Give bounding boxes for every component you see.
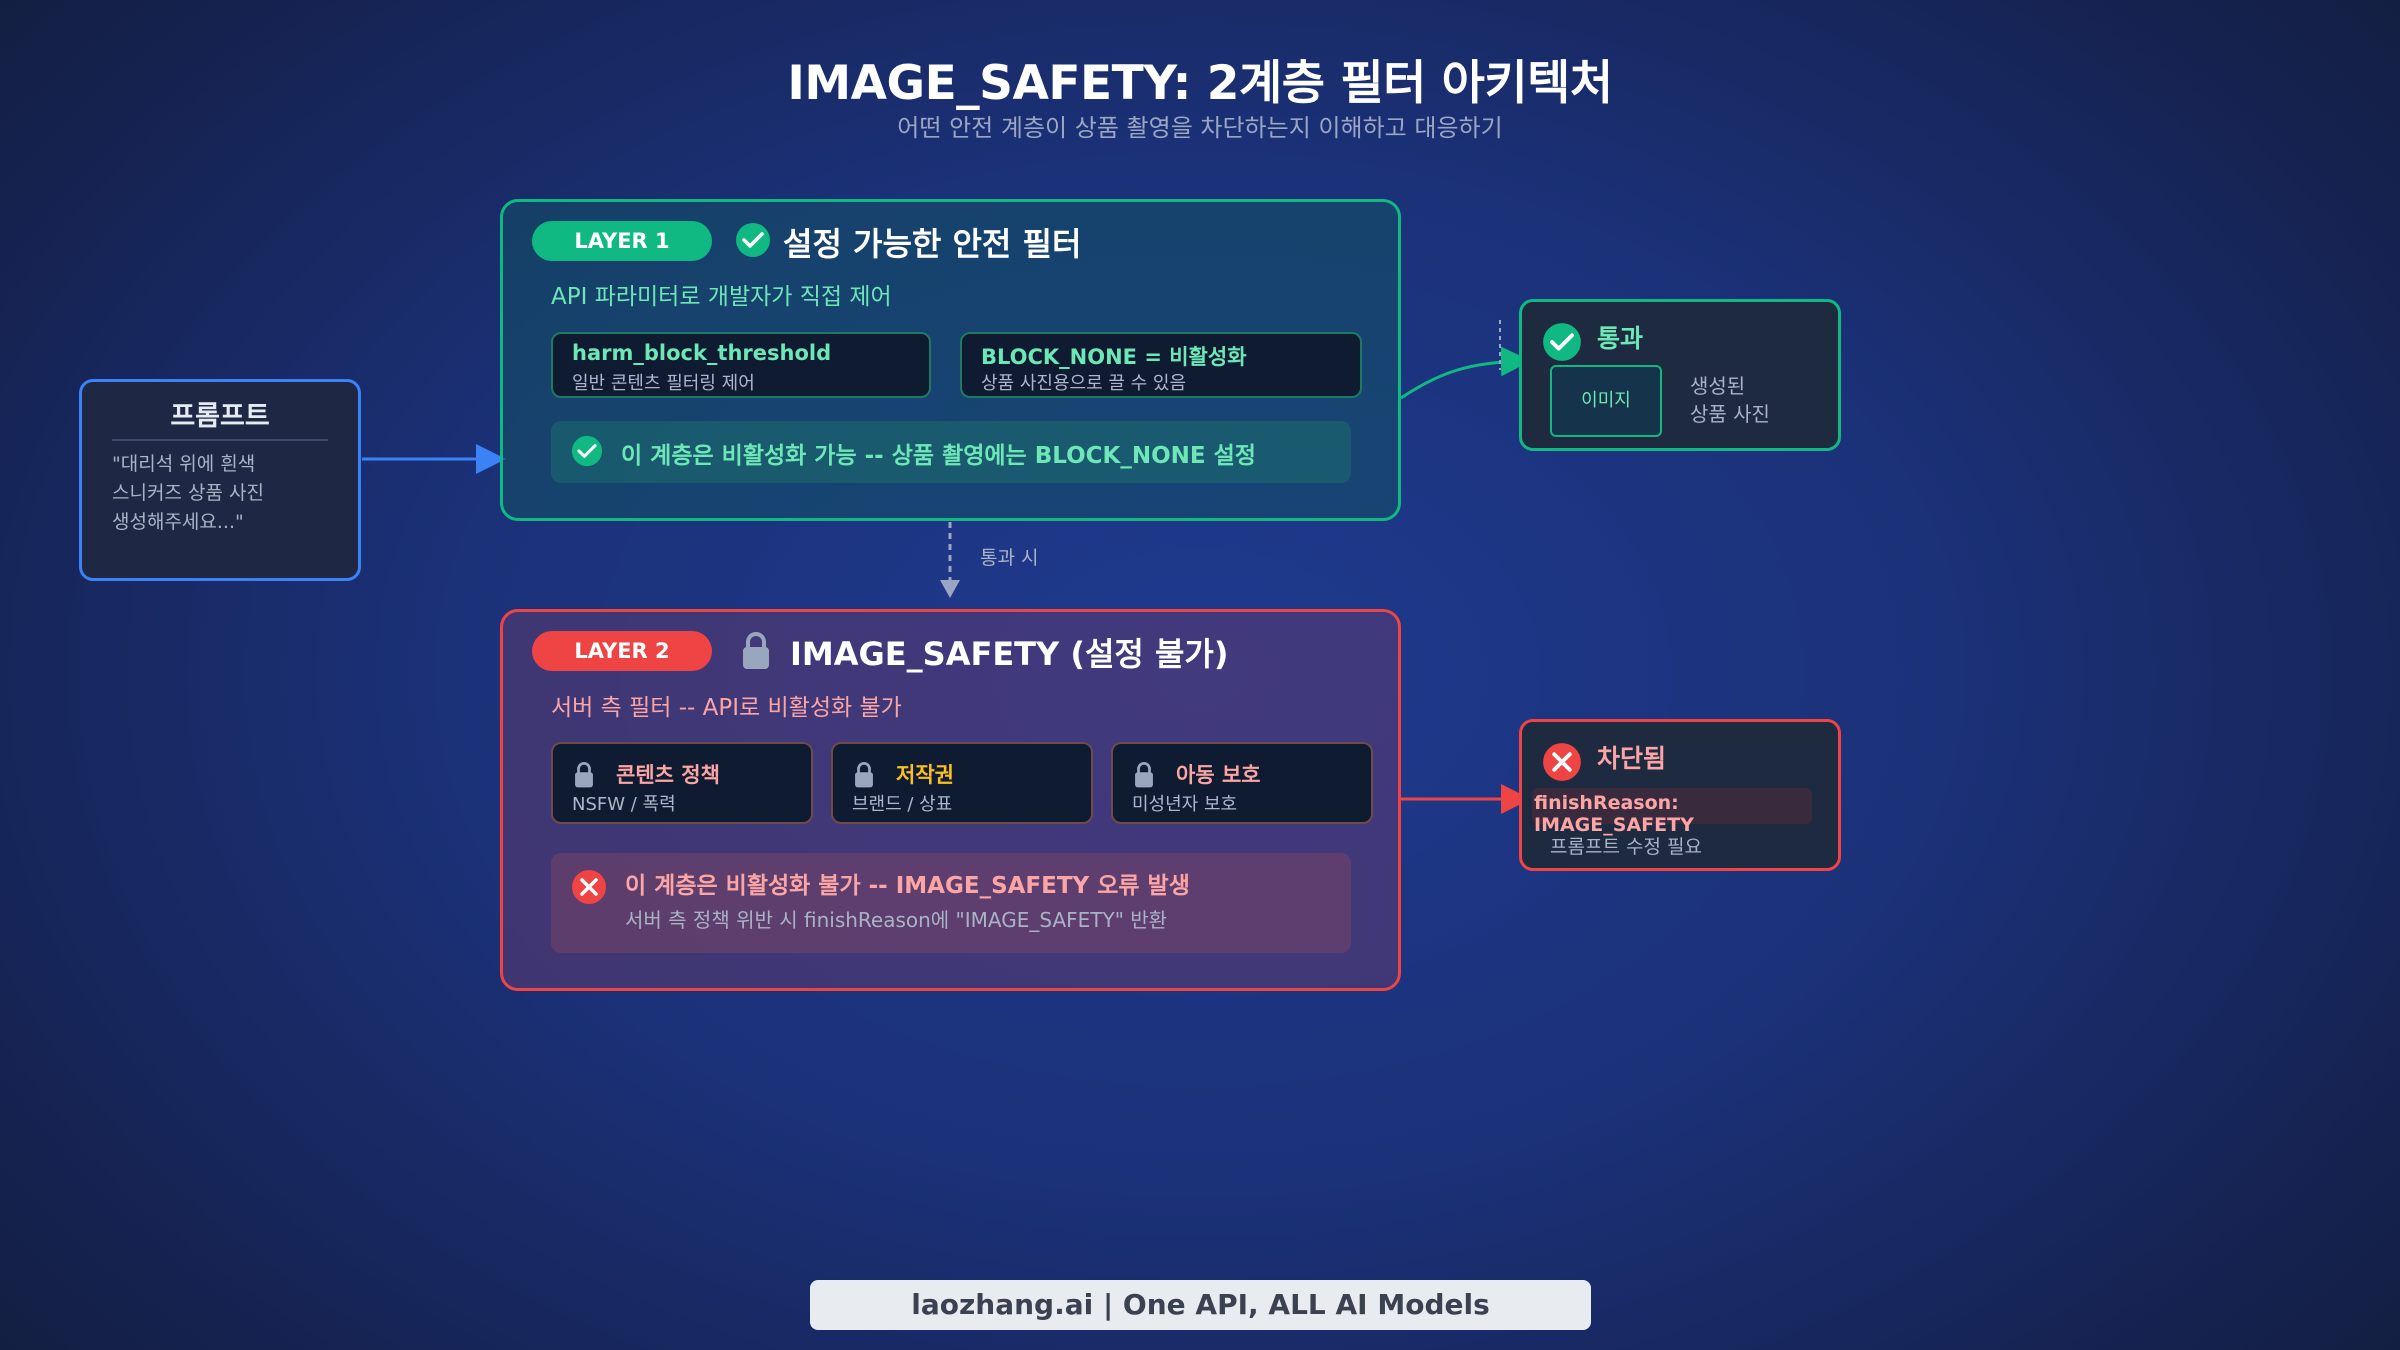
- footer-banner: laozhang.ai | One API, ALL AI Models: [810, 1280, 1591, 1330]
- pass-result-box: 통과 이미지 생성된 상품 사진: [1519, 299, 1841, 451]
- policy-desc: 미성년자 보호: [1132, 794, 1238, 815]
- check-circle-icon: [736, 223, 770, 257]
- layer1-note-text: 이 계층은 비활성화 가능 -- 상품 촬영에는 BLOCK_NONE 설정: [621, 443, 1256, 469]
- policy-name: 아동 보호: [1176, 763, 1261, 787]
- layer1-to-pass-arrow: [1400, 346, 1531, 400]
- layer1-box: LAYER 1 설정 가능한 안전 필터 API 파라미터로 개발자가 직접 제…: [500, 199, 1401, 521]
- param-chip: harm_block_threshold 일반 콘텐츠 필터링 제어: [551, 332, 931, 398]
- pass-desc-line: 생성된: [1690, 374, 1746, 398]
- policy-name: 저작권: [896, 763, 954, 787]
- finish-reason-highlight: [1532, 788, 1812, 824]
- param-desc: 일반 콘텐츠 필터링 제어: [572, 373, 755, 394]
- pass-condition-label: 통과 시: [980, 547, 1039, 569]
- block-title: 차단됨: [1597, 744, 1667, 773]
- layer2-subtitle: 서버 측 필터 -- API로 비활성화 불가: [551, 695, 902, 721]
- layer2-note: 이 계층은 비활성화 불가 -- IMAGE_SAFETY 오류 발생 서버 측…: [551, 853, 1351, 953]
- policy-desc: 브랜드 / 상표: [852, 794, 953, 815]
- param-name: harm_block_threshold: [572, 341, 832, 365]
- prompt-title: 프롬프트: [170, 401, 270, 432]
- lock-icon: [1135, 762, 1153, 788]
- policy-chip: 아동 보호 미성년자 보호: [1111, 742, 1373, 824]
- prompt-line: 생성해주세요...": [112, 511, 244, 533]
- param-desc: 상품 사진용으로 끌 수 있음: [981, 373, 1187, 394]
- layer1-subtitle: API 파라미터로 개발자가 직접 제어: [551, 284, 892, 310]
- page-title: IMAGE_SAFETY: 2계층 필터 아키텍처: [787, 56, 1613, 111]
- layer1-note: 이 계층은 비활성화 가능 -- 상품 촬영에는 BLOCK_NONE 설정: [551, 421, 1351, 483]
- lock-icon: [575, 762, 593, 788]
- pass-desc: 생성된 상품 사진: [1690, 372, 1770, 428]
- param-chip: BLOCK_NONE = 비활성화 상품 사진용으로 끌 수 있음: [960, 332, 1362, 398]
- policy-desc: NSFW / 폭력: [572, 794, 676, 815]
- pass-title: 통과: [1597, 324, 1644, 353]
- check-circle-icon: [571, 435, 603, 467]
- policy-name: 콘텐츠 정책: [616, 763, 720, 787]
- x-circle-icon: [572, 870, 606, 904]
- pass-desc-line: 상품 사진: [1690, 402, 1770, 426]
- block-desc: 프롬프트 수정 필요: [1550, 836, 1702, 858]
- layer2-badge: LAYER 2: [532, 631, 712, 671]
- lock-icon: [743, 632, 769, 669]
- policy-chip: 저작권 브랜드 / 상표: [831, 742, 1093, 824]
- x-circle-icon: [1543, 743, 1581, 781]
- prompt-line: 스니커즈 상품 사진: [112, 482, 264, 504]
- block-result-box: 차단됨 finishReason: IMAGE_SAFETY 프롬프트 수정 필…: [1519, 719, 1841, 871]
- layer2-note-desc: 서버 측 정책 위반 시 finishReason에 "IMAGE_SAFETY…: [625, 908, 1168, 932]
- prompt-text: "대리석 위에 흰색 스니커즈 상품 사진 생성해주세요...": [112, 450, 264, 537]
- prompt-line: "대리석 위에 흰색: [112, 453, 256, 475]
- layer2-note-title: 이 계층은 비활성화 불가 -- IMAGE_SAFETY 오류 발생: [625, 873, 1190, 899]
- finish-reason-text: finishReason: IMAGE_SAFETY: [1534, 792, 1694, 836]
- generated-image-placeholder: 이미지: [1550, 365, 1662, 437]
- prompt-box: 프롬프트 "대리석 위에 흰색 스니커즈 상품 사진 생성해주세요...": [79, 379, 361, 581]
- layer1-title: 설정 가능한 안전 필터: [783, 225, 1082, 263]
- page-subtitle: 어떤 안전 계층이 상품 촬영을 차단하는지 이해하고 대응하기: [897, 114, 1503, 142]
- layer2-box: LAYER 2 IMAGE_SAFETY (설정 불가) 서버 측 필터 -- …: [500, 609, 1401, 991]
- prompt-divider: [112, 439, 328, 441]
- lock-icon: [855, 762, 873, 788]
- policy-chip: 콘텐츠 정책 NSFW / 폭력: [551, 742, 813, 824]
- check-circle-icon: [1543, 323, 1581, 361]
- param-name: BLOCK_NONE = 비활성화: [981, 345, 1247, 369]
- layer2-title: IMAGE_SAFETY (설정 불가): [790, 635, 1229, 673]
- layer1-badge: LAYER 1: [532, 221, 712, 261]
